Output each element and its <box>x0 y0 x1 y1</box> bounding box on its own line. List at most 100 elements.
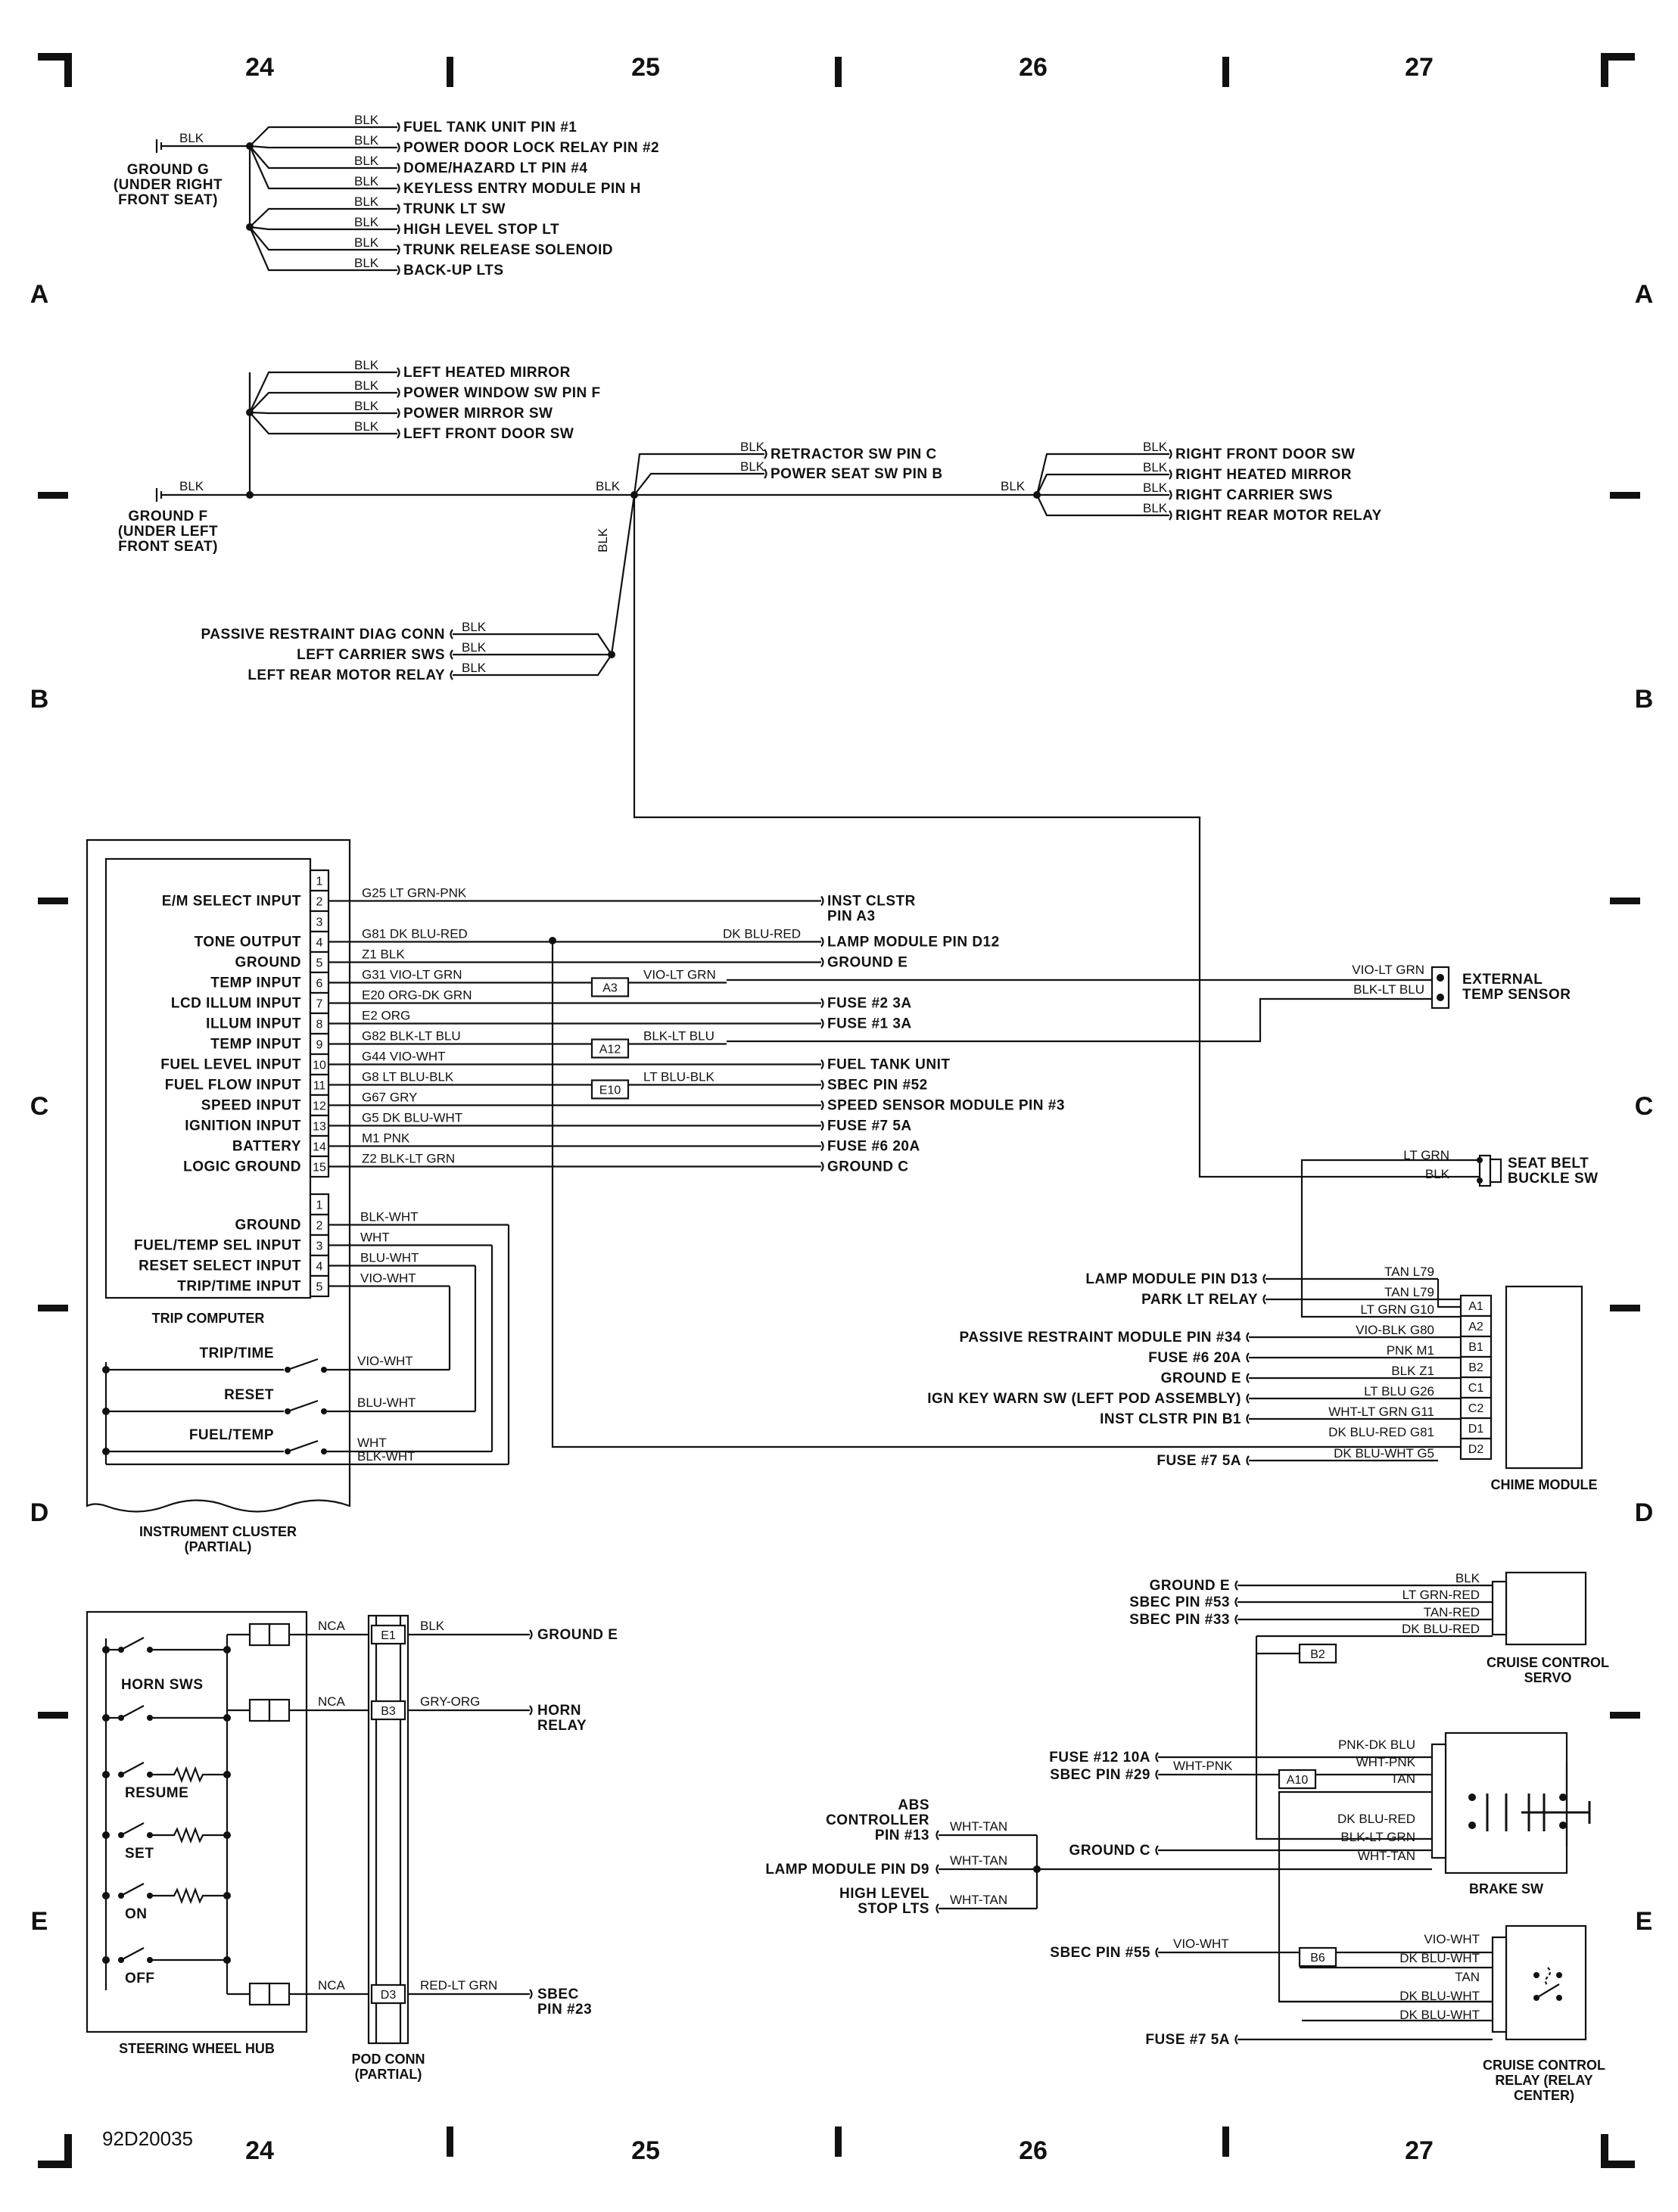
tick-left-2 <box>38 898 68 904</box>
chime-connector-cavity <box>1459 1437 1493 1461</box>
wire-destination: SBEC PIN #52 <box>827 1078 928 1094</box>
connector-mark-icon <box>1234 2034 1238 2045</box>
wire-destination: FUSE #7 5A <box>827 1118 912 1134</box>
chime-module-title: CHIME MODULE <box>1491 1477 1598 1492</box>
load-destination: DOME/HAZARD LT PIN #4 <box>403 160 587 176</box>
relay-fuse-label: FUSE #7 5A <box>1145 2032 1230 2048</box>
ground-symbol-icon <box>155 488 163 502</box>
wire-color-label: BLK-LT BLU <box>1353 982 1424 997</box>
wire-color-label: BLK-LT GRN <box>1340 1830 1415 1844</box>
instrument-cluster: TRIP COMPUTER INSTRUMENT CLUSTER (PARTIA… <box>86 838 1064 1554</box>
trip-computer-input-label: LOGIC GROUND <box>183 1159 301 1175</box>
wire-color-label: TAN L79 <box>1384 1265 1434 1279</box>
load-destination: POWER DOOR LOCK RELAY PIN #2 <box>403 140 659 156</box>
connector-mark-icon <box>1246 1373 1250 1383</box>
pod-wire-destination: PIN #23 <box>537 2002 592 2018</box>
pin-number: 1 <box>316 1199 323 1212</box>
wire-color-label: BLK <box>179 131 204 145</box>
clockspring-connector-icon <box>268 1622 291 1647</box>
cruise-switch-label: RESUME <box>125 1785 188 1801</box>
chime-wire <box>1437 1279 1461 1308</box>
instrument-cluster-outline <box>86 838 351 1513</box>
splice-dot <box>102 1771 110 1778</box>
wire-color-label: TAN <box>1455 1970 1480 1984</box>
wire-color-label: TAN <box>1390 1772 1415 1786</box>
wire-color-label: VIO-WHT <box>360 1271 416 1286</box>
corner-mark-tr <box>1601 53 1635 87</box>
steering-wheel-title: STEERING WHEEL HUB <box>119 2041 275 2056</box>
row-label-left: E <box>31 1907 48 1936</box>
clockspring-connector-icon <box>268 1698 291 1722</box>
wire-color-label: DK BLU-RED <box>723 927 801 941</box>
brake-sbec-label: SBEC PIN #29 <box>1050 1767 1150 1783</box>
wire-color-label: WHT-PNK <box>1173 1759 1233 1773</box>
wire-destination: FUSE #6 20A <box>827 1139 920 1155</box>
wire-color-label: WHT-TAN <box>950 1893 1007 1907</box>
splice-dot <box>223 1771 231 1778</box>
connector-mark-icon <box>820 1018 824 1029</box>
pod-connector-body <box>367 1614 409 2045</box>
wire-color-label: G81 DK BLU-RED <box>362 927 468 941</box>
ground-g-branch <box>248 145 397 190</box>
ground-symbol-icon <box>155 139 163 153</box>
connector-cavity <box>309 910 330 933</box>
splice-box: B2 <box>1298 1643 1337 1664</box>
wire-color-label: BLK <box>354 154 379 168</box>
chime-wire-destination: FUSE #6 20A <box>1148 1350 1241 1366</box>
relay-subtitle: RELAY (RELAY <box>1495 2073 1592 2088</box>
pin-number: 11 <box>313 1080 326 1093</box>
load-destination: POWER SEAT SW PIN B <box>771 466 943 482</box>
servo-wire-destination: SBEC PIN #33 <box>1129 1612 1230 1628</box>
relay-contact-icon <box>1533 1967 1562 2001</box>
tick-top-1 <box>447 57 453 87</box>
wire-color-label: Z1 BLK <box>362 947 405 962</box>
row-label-right: A <box>1635 280 1654 309</box>
splice-box-outline <box>590 1079 630 1100</box>
ground-g-branch <box>249 226 397 231</box>
wire-color-label: WHT-TAN <box>950 1819 1007 1834</box>
seat-belt-label: SEAT BELT <box>1508 1156 1589 1171</box>
tick-top-2 <box>835 57 842 87</box>
wire-destination: PIN A3 <box>827 909 876 925</box>
seat-belt-buckle-sw: SEAT BELT BUCKLE SW LT GRN BLK <box>1300 1148 1598 1318</box>
pin-number: C2 <box>1468 1402 1484 1415</box>
wire-lt-grn-to-chime <box>1300 1159 1480 1318</box>
wire-color-label: BLU-WHT <box>360 1251 419 1265</box>
temp-sensor-label: EXTERNAL <box>1462 972 1543 988</box>
splice-box: B6 <box>1298 1946 1337 1968</box>
load-destination: PASSIVE RESTRAINT DIAG CONN <box>201 627 445 642</box>
pin-number: B2 <box>1468 1361 1483 1374</box>
wire-color-label: BLK <box>462 640 487 655</box>
splice-box-outline <box>590 1038 630 1059</box>
splice-box-outline <box>1298 1946 1337 1968</box>
connector-mark-icon <box>529 1629 533 1640</box>
wire-color-label: WHT-LT GRN G11 <box>1328 1405 1434 1419</box>
ground-f-branch <box>249 371 397 413</box>
wire-color-label: BLK <box>179 479 204 493</box>
splice-id: A3 <box>602 982 618 995</box>
tick-left-3 <box>38 1305 68 1311</box>
switch-blade-icon <box>287 1358 319 1371</box>
splice-id: A10 <box>1287 1774 1309 1787</box>
connector-mark-icon <box>1246 1393 1250 1404</box>
tick-right-4 <box>1610 1712 1640 1719</box>
tick-bot-1 <box>447 2126 453 2157</box>
wire-destination: LAMP MODULE PIN D12 <box>827 935 1000 950</box>
load-destination: RIGHT HEATED MIRROR <box>1175 467 1352 483</box>
splice-dot <box>223 1714 231 1722</box>
ground-f-branch <box>633 453 764 496</box>
wire-color-label: LT GRN <box>1403 1148 1449 1162</box>
wire-color-label: G25 LT GRN-PNK <box>362 886 467 901</box>
ground-f-branch <box>1035 453 1169 496</box>
wire-color-label: BLK <box>740 440 765 454</box>
row-label-right: D <box>1635 1498 1654 1527</box>
connector-mark-icon <box>820 1100 824 1111</box>
trip-computer-input-label: SPEED INPUT <box>201 1098 301 1114</box>
pod-wire-destination: GROUND E <box>537 1627 618 1643</box>
external-temp-sensor: EXTERNAL TEMP SENSOR VIO-LT GRN BLK-LT B… <box>727 963 1571 1043</box>
splice-box-outline <box>1278 1769 1317 1790</box>
